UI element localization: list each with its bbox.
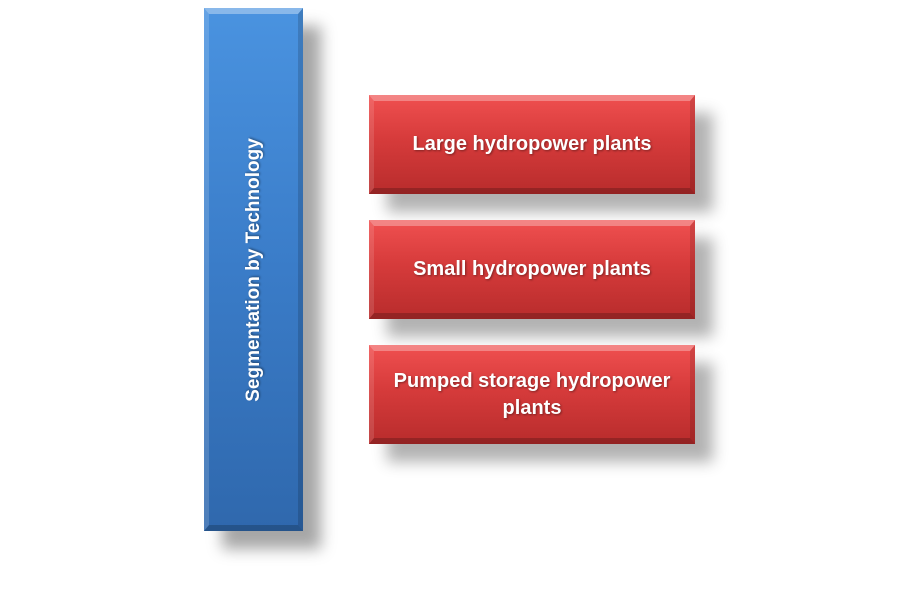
segment-box-large: Large hydropower plants <box>369 95 695 194</box>
segment-box-pumped: Pumped storage hydropower plants <box>369 345 695 444</box>
category-bar: Segmentation by Technology <box>204 8 303 531</box>
segment-label: Large hydropower plants <box>412 133 652 155</box>
segment-box-small: Small hydropower plants <box>369 220 695 319</box>
segment-label: Pumped storage hydropower plants <box>393 369 671 419</box>
category-label: Segmentation by Technology <box>242 137 264 402</box>
segment-label: Small hydropower plants <box>413 258 651 280</box>
